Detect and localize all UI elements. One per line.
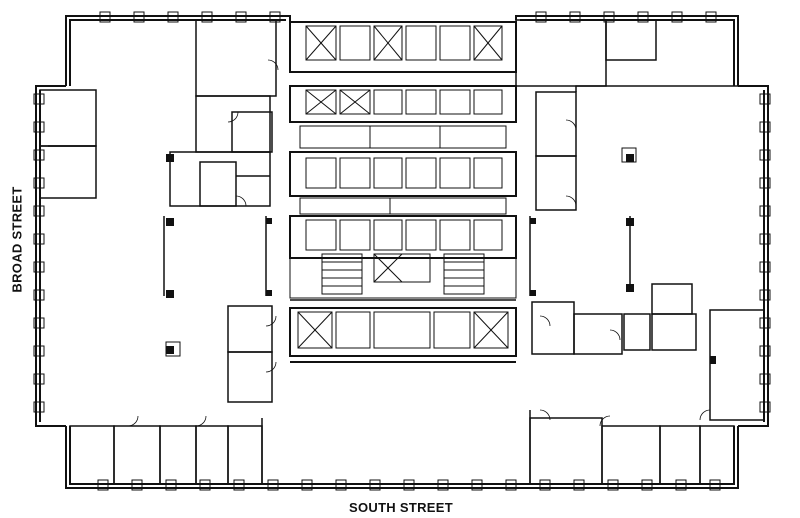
- broad-street-label: BROAD STREET: [9, 186, 25, 293]
- south-street-label: SOUTH STREET: [349, 500, 453, 515]
- interior-columns-outline: [165, 147, 637, 357]
- top-wall-piers: [99, 11, 717, 23]
- right-wall-piers: [759, 93, 771, 413]
- partitions: [163, 216, 631, 301]
- right-rooms: [515, 19, 765, 485]
- bottom-wall-piers: [97, 479, 721, 491]
- central-core: [289, 21, 517, 363]
- left-rooms: [39, 19, 277, 485]
- door-swings: [127, 59, 711, 427]
- left-wall-piers: [33, 93, 45, 413]
